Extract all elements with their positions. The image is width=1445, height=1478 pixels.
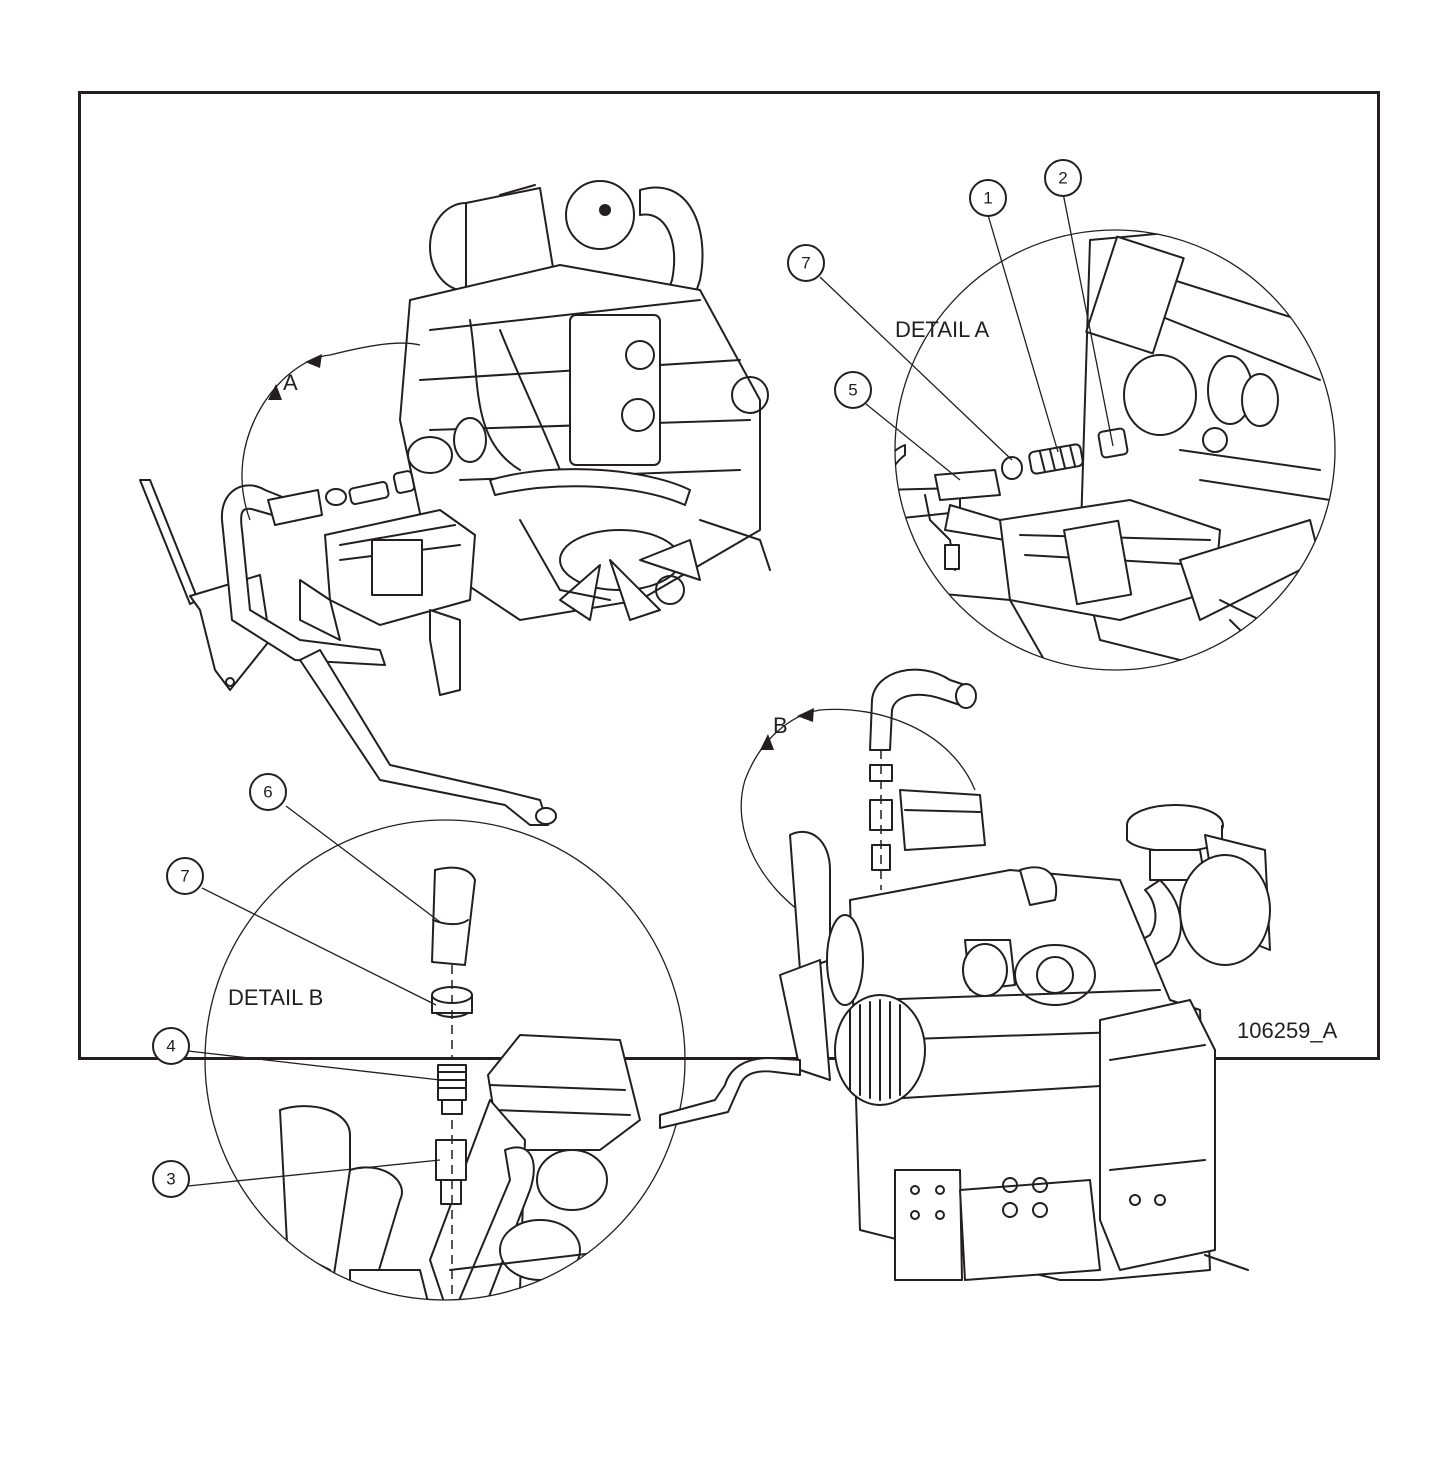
engine-top-left: A (139, 180, 771, 826)
svg-text:7: 7 (180, 867, 189, 886)
svg-text:3: 3 (166, 1170, 175, 1189)
callout-4: 4 (152, 1027, 190, 1065)
detail-b-circle: DETAIL B (204, 819, 686, 1301)
callout-bubbles: 1 2 3 4 5 6 7 7 (152, 159, 1082, 1198)
svg-text:4: 4 (166, 1037, 175, 1056)
svg-text:7: 7 (801, 254, 810, 273)
callout-1: 1 (969, 179, 1007, 217)
callout-3: 3 (152, 1160, 190, 1198)
figure-border (78, 91, 1380, 1060)
callout-6: 6 (249, 773, 287, 811)
figure-id: 106259_A (1237, 1018, 1338, 1043)
svg-text:1: 1 (983, 189, 992, 208)
callout-2: 2 (1044, 159, 1082, 197)
svg-text:6: 6 (263, 783, 272, 802)
callout-7-detail-b: 7 (166, 857, 204, 895)
view-a-label: A (283, 370, 298, 395)
view-b-label: B (773, 713, 788, 738)
detail-a-label: DETAIL A (895, 317, 989, 342)
callout-leaders (187, 192, 1114, 1187)
svg-text:5: 5 (848, 381, 857, 400)
callout-7-detail-a: 7 (787, 244, 825, 282)
svg-text:2: 2 (1058, 169, 1067, 188)
callout-5: 5 (834, 371, 872, 409)
detail-a-circle: DETAIL A (894, 229, 1336, 671)
engine-bottom-right: B (659, 668, 1271, 1281)
detail-b-label: DETAIL B (228, 985, 323, 1010)
